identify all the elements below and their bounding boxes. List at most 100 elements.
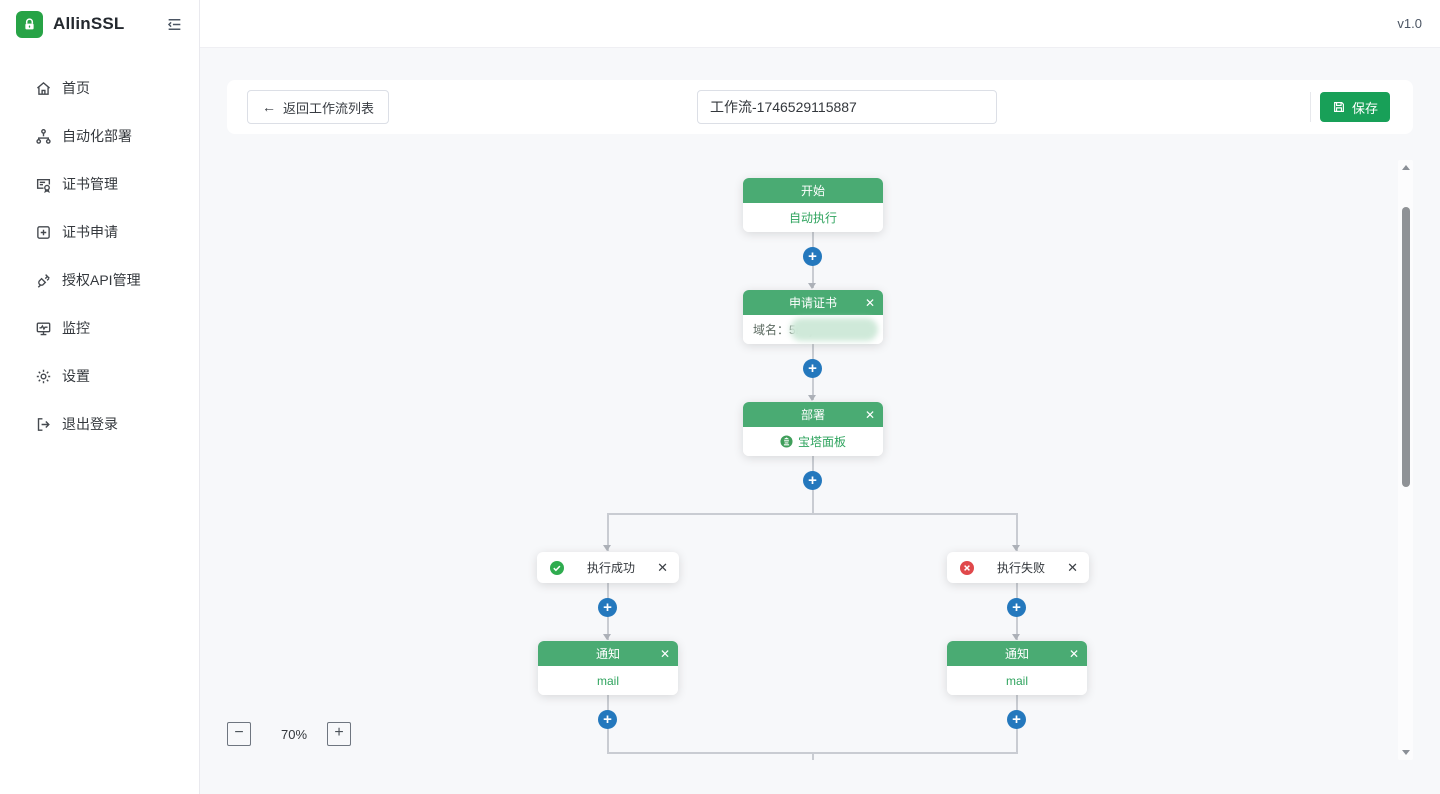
- home-icon: [34, 79, 52, 97]
- sidebar-item-label: 自动化部署: [62, 128, 132, 144]
- success-icon: [549, 560, 565, 576]
- sidebar-item-cert-manage[interactable]: 证书管理: [0, 160, 199, 208]
- app-logo-icon: [16, 10, 43, 38]
- node-body-text: mail: [1005, 673, 1028, 688]
- error-icon: [959, 560, 975, 576]
- node-start-header: 开始: [743, 178, 883, 203]
- sidebar-item-label: 退出登录: [62, 416, 118, 432]
- sidebar-item-logout[interactable]: 退出登录: [0, 400, 199, 448]
- top-header: v1.0: [200, 0, 1440, 48]
- cert-apply-icon: [34, 223, 52, 241]
- add-node-button[interactable]: [803, 359, 822, 378]
- arrow-down-icon: [603, 545, 611, 551]
- baota-panel-icon: [780, 435, 793, 448]
- node-title: 部署: [800, 408, 825, 422]
- save-button-label: 保存: [1352, 100, 1379, 116]
- node-deploy-header: 部署: [743, 402, 883, 427]
- node-apply-cert-body: 域名：5nrtj.: [743, 315, 883, 344]
- node-notify-body: mail: [538, 666, 678, 695]
- sidebar: AllinSSL 首页 自动化部署 证书管理 证书申请: [0, 0, 200, 794]
- sidebar-item-home[interactable]: 首页: [0, 64, 199, 112]
- toolbar-divider: [1310, 92, 1311, 122]
- node-body-text: 自动执行: [788, 211, 837, 225]
- sidebar-item-monitor[interactable]: 监控: [0, 304, 199, 352]
- add-node-button[interactable]: [803, 471, 822, 490]
- sidebar-item-label: 首页: [62, 80, 90, 96]
- close-icon[interactable]: [1069, 641, 1079, 666]
- api-icon: [34, 271, 52, 289]
- connector-line: [1016, 513, 1018, 551]
- sidebar-item-label: 监控: [62, 320, 90, 336]
- scroll-up-icon[interactable]: [1401, 165, 1410, 170]
- sidebar-item-settings[interactable]: 设置: [0, 352, 199, 400]
- branch-success-card[interactable]: 执行成功: [537, 552, 679, 583]
- save-button[interactable]: 保存: [1320, 92, 1391, 122]
- close-icon[interactable]: [660, 641, 670, 666]
- node-title: 开始: [800, 184, 825, 198]
- node-notify-header: 通知: [538, 641, 678, 666]
- redacted-domain-blob: [790, 318, 878, 341]
- sidebar-item-auto-deploy[interactable]: 自动化部署: [0, 112, 199, 160]
- node-body-text: 宝塔面板: [797, 435, 846, 449]
- node-deploy-body: 宝塔面板: [743, 427, 883, 456]
- monitor-icon: [34, 319, 52, 337]
- node-notify-header: 通知: [947, 641, 1087, 666]
- node-start-body: 自动执行: [743, 203, 883, 232]
- add-node-button[interactable]: [598, 598, 617, 617]
- back-to-list-button[interactable]: ← 返回工作流列表: [247, 90, 390, 124]
- branch-label: 执行成功: [587, 561, 636, 575]
- add-node-button[interactable]: [1007, 710, 1026, 729]
- app-version: v1.0: [1397, 16, 1422, 31]
- workflow-canvas[interactable]: ← 返回工作流列表 保存: [200, 48, 1440, 794]
- close-icon[interactable]: [865, 402, 875, 427]
- zoom-level: 70%: [280, 726, 308, 742]
- brand-name: AllinSSL: [53, 14, 125, 33]
- add-node-button[interactable]: [1007, 598, 1026, 617]
- node-notify-success[interactable]: 通知 mail: [538, 641, 678, 695]
- workflow-name-input[interactable]: [697, 90, 997, 124]
- node-apply-cert-header: 申请证书: [743, 290, 883, 315]
- zoom-in-button[interactable]: [327, 722, 351, 746]
- close-icon[interactable]: [657, 560, 668, 576]
- scroll-down-icon[interactable]: [1401, 750, 1410, 755]
- scrollbar-thumb[interactable]: [1401, 207, 1410, 487]
- sidebar-item-label: 设置: [62, 368, 90, 384]
- vertical-scrollbar[interactable]: [1398, 160, 1413, 760]
- node-notify-fail[interactable]: 通知 mail: [947, 641, 1087, 695]
- domain-label: 域名：: [753, 323, 790, 337]
- node-notify-body: mail: [947, 666, 1087, 695]
- sidebar-nav: 首页 自动化部署 证书管理 证书申请 授权API管理 监控: [0, 48, 199, 448]
- arrow-down-icon: [1012, 634, 1020, 640]
- sidebar-item-cert-apply[interactable]: 证书申请: [0, 208, 199, 256]
- node-title: 申请证书: [788, 296, 837, 310]
- arrow-down-icon: [808, 395, 816, 401]
- connector-line: [607, 752, 1018, 754]
- sidebar-item-api[interactable]: 授权API管理: [0, 256, 199, 304]
- deploy-icon: [34, 127, 52, 145]
- settings-icon: [34, 367, 52, 385]
- close-icon[interactable]: [1067, 560, 1078, 576]
- add-node-button[interactable]: [598, 710, 617, 729]
- branch-label: 执行失败: [997, 561, 1046, 575]
- sidebar-item-label: 证书管理: [62, 176, 118, 192]
- node-start[interactable]: 开始 自动执行: [743, 178, 883, 232]
- node-apply-cert[interactable]: 申请证书 域名：5nrtj.: [743, 290, 883, 344]
- workflow-toolbar: ← 返回工作流列表 保存: [227, 80, 1413, 134]
- back-arrow-icon: ←: [262, 99, 276, 115]
- logo-row: AllinSSL: [0, 0, 199, 48]
- save-icon: [1332, 100, 1346, 114]
- connector-line: [607, 513, 609, 551]
- arrow-down-icon: [808, 283, 816, 289]
- node-body-text: mail: [596, 673, 619, 688]
- sidebar-collapse-icon[interactable]: [166, 16, 183, 33]
- back-button-label: 返回工作流列表: [283, 100, 375, 116]
- branch-fail-card[interactable]: 执行失败: [947, 552, 1089, 583]
- cert-manage-icon: [34, 175, 52, 193]
- sidebar-item-label: 授权API管理: [62, 272, 141, 288]
- connector-line: [812, 752, 814, 760]
- node-deploy[interactable]: 部署 宝塔面板: [743, 402, 883, 456]
- add-node-button[interactable]: [803, 247, 822, 266]
- close-icon[interactable]: [865, 290, 875, 315]
- zoom-out-button[interactable]: [227, 722, 251, 746]
